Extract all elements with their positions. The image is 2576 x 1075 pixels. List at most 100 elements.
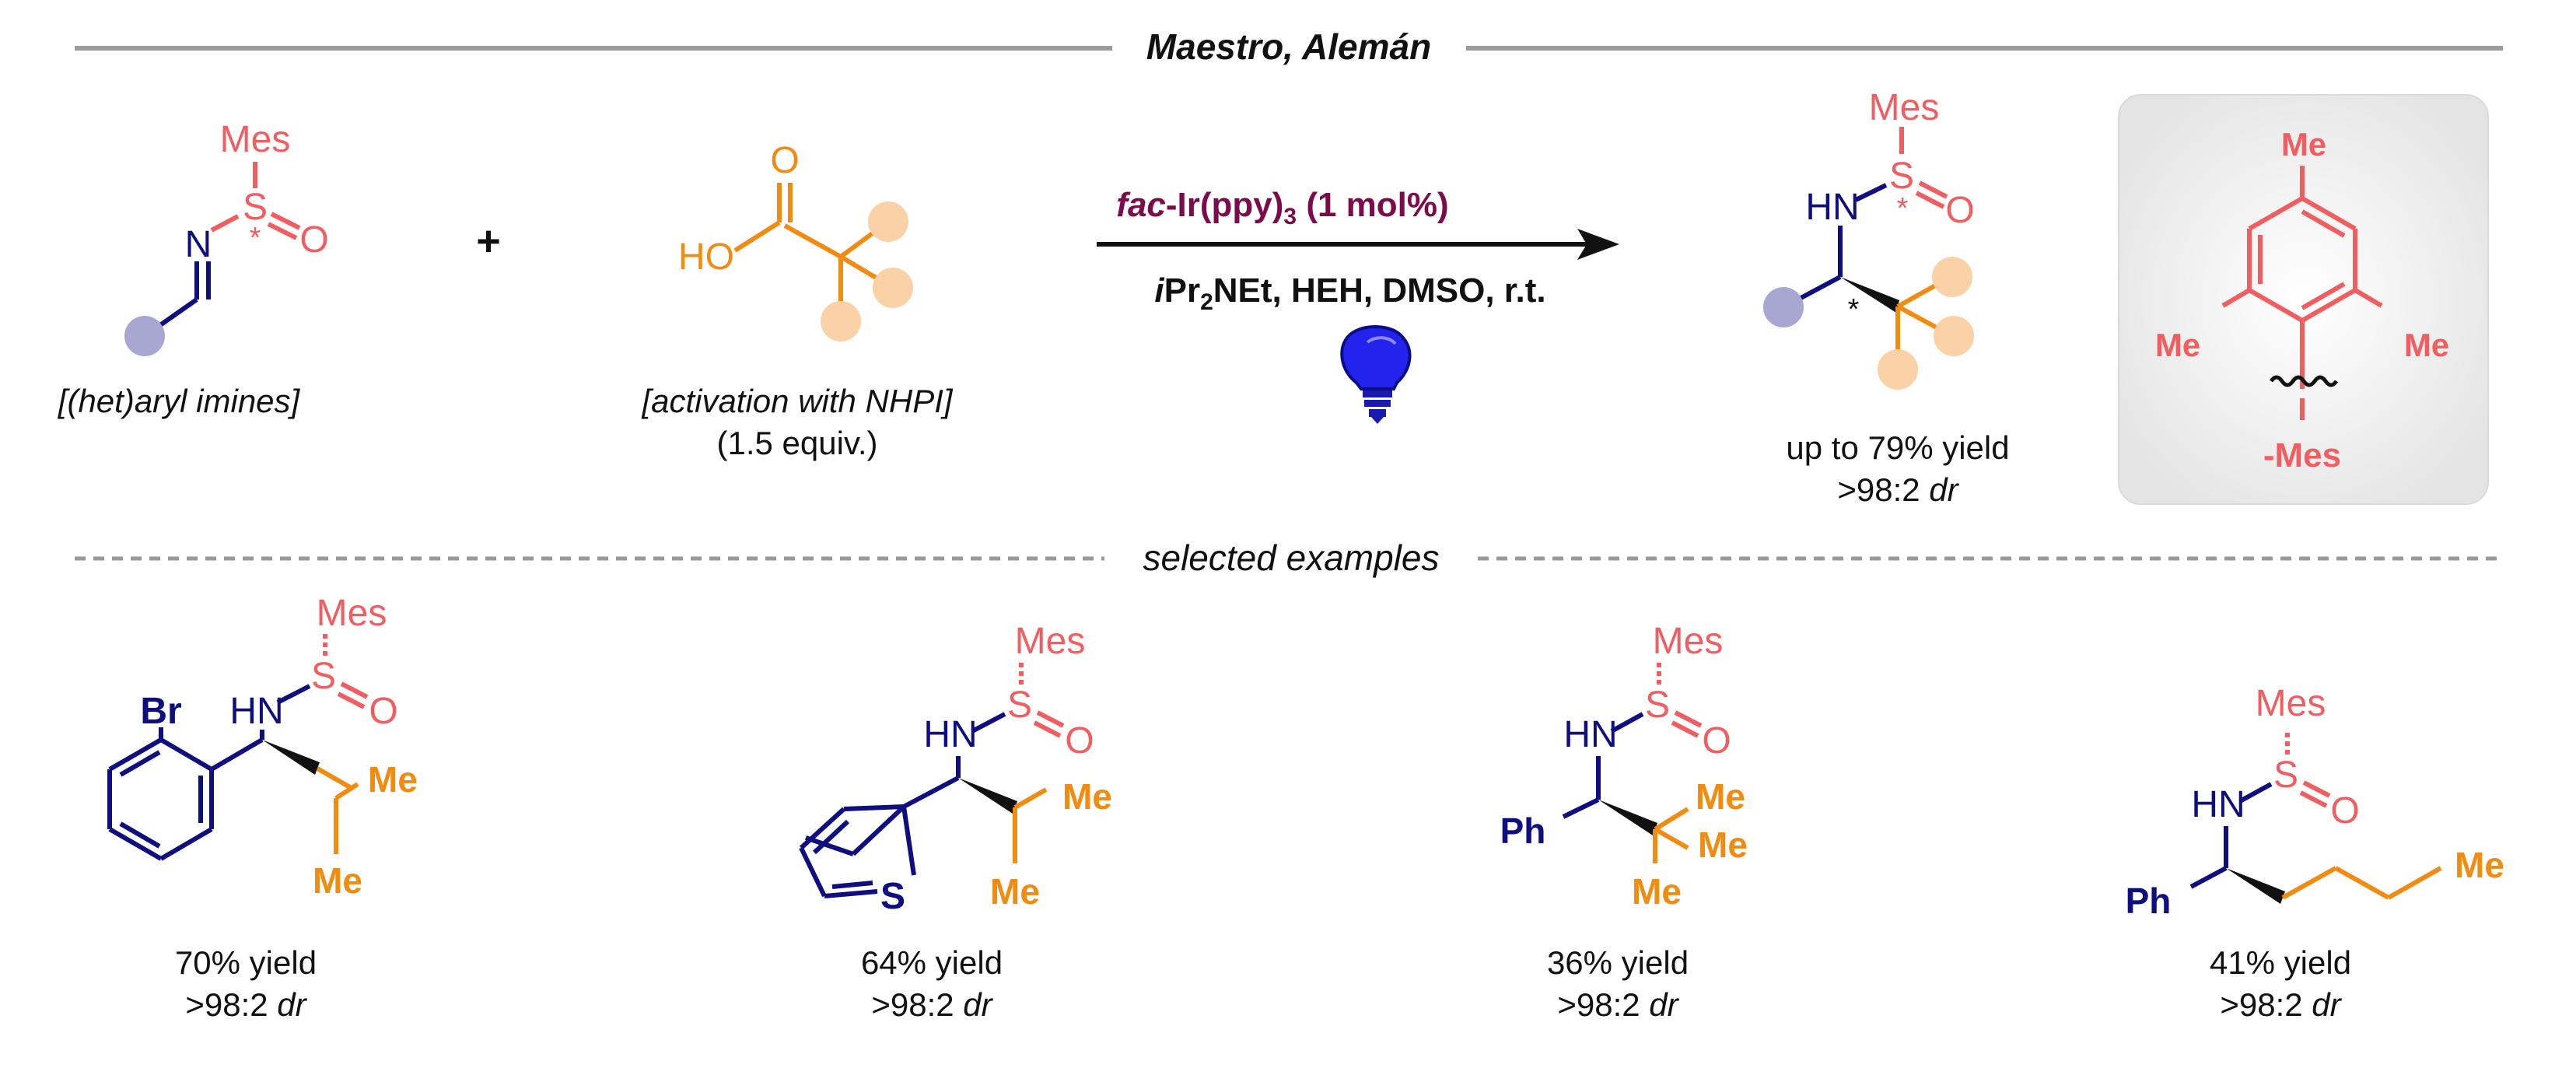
bond (2334, 866, 2390, 900)
bond (2221, 288, 2251, 308)
product-dr: >98:2 dr (1837, 471, 1959, 508)
ex2-mes: Mes (1015, 621, 1086, 662)
product-mes: Mes (1869, 87, 1940, 128)
imine-mes: Mes (220, 119, 291, 160)
bond (2301, 209, 2346, 238)
bond (902, 776, 960, 809)
bond (2189, 866, 2228, 889)
product-hn: HN (1805, 187, 1859, 228)
product-o: O (1945, 190, 1974, 231)
mes-me-top: Me (2281, 126, 2326, 163)
ex4-o: O (2330, 790, 2359, 832)
ex3-s: S (1645, 685, 1670, 726)
bond (159, 827, 213, 861)
imine-o: O (299, 219, 328, 261)
ex3-dr: >98:2 dr (1557, 986, 1679, 1023)
imine-stereo-star: * (250, 222, 261, 254)
bond (334, 782, 359, 800)
ex4-s: S (2273, 755, 2298, 796)
ex1-yield: 70% yield (175, 944, 317, 981)
product: Mes S * O HN * up to 79% yield >98:2 dr (1763, 87, 2010, 508)
bond (733, 220, 781, 253)
bond (799, 807, 846, 850)
bond (831, 881, 873, 889)
bond (1654, 807, 1689, 832)
bond (1562, 797, 1600, 819)
section-divider: selected examples (75, 538, 2503, 578)
product-yield: up to 79% yield (1786, 429, 2009, 466)
bond (2387, 866, 2442, 900)
ex4-yield: 41% yield (2210, 944, 2351, 981)
ex3-me2: Me (1698, 825, 1748, 865)
example-2: S HN S O Mes Me Me 64% yield >98:2 dr (799, 621, 1112, 1023)
bond (2238, 782, 2273, 804)
wedge-bond (1598, 800, 1657, 835)
ex4-ph: Ph (2126, 881, 2172, 921)
ex3-hn: HN (1563, 714, 1617, 755)
wedge-bond (2226, 868, 2285, 904)
ex1-mes: Mes (317, 593, 387, 634)
aryl-group-circle (1763, 287, 1804, 327)
ex2-me1: Me (1062, 776, 1112, 817)
attachment-wavy-line (2269, 375, 2339, 387)
ex2-ring-s: S (880, 876, 905, 917)
ex2-me2: Me (990, 871, 1040, 912)
bond (1610, 712, 1644, 734)
bond (210, 737, 264, 772)
imine-s: S (243, 187, 268, 228)
ex4-hn: HN (2191, 784, 2245, 825)
mes-box-background (2118, 94, 2489, 505)
bond (1671, 720, 1699, 738)
example-1: Br HN S O Mes Me Me 70% yield >98:2 dr (107, 593, 418, 1023)
mes-definition-box: Me Me Me -Mes (2118, 94, 2489, 505)
bond (2248, 288, 2304, 323)
imine-caption: [(het)aryl imines] (58, 383, 301, 419)
ex2-dr: >98:2 dr (871, 986, 993, 1023)
header: Maestro, Alemán (75, 26, 2503, 67)
bond (119, 750, 161, 777)
bond (2354, 288, 2383, 308)
product-s: S (1889, 156, 1914, 197)
reagents-text: iPr2NEt, HEH, DMSO, r.t. (1154, 271, 1545, 315)
bond (119, 821, 161, 849)
wedge-bond (958, 778, 1017, 814)
bond (337, 692, 366, 709)
ex3-me3: Me (1632, 871, 1682, 912)
bond (2299, 790, 2328, 808)
acid-equiv: (1.5 equiv.) (717, 425, 878, 461)
ex3-yield: 36% yield (1547, 944, 1689, 981)
bond (1918, 180, 1948, 199)
ex4-me1: Me (2455, 845, 2504, 885)
wedge-bond (262, 740, 320, 775)
ex1-o: O (369, 691, 397, 732)
bond (270, 212, 301, 230)
ex2-s: S (1007, 685, 1032, 726)
imine-n: N (185, 224, 212, 265)
bond (1915, 191, 1945, 209)
header-title: Maestro, Alemán (1146, 26, 1431, 67)
acid-reactant: O HO [activation with NHPI] (1.5 equiv.) (641, 140, 953, 461)
alkyl-group-circle (1932, 257, 1972, 297)
bond (1674, 710, 1703, 728)
alkyl-group-circle (868, 201, 908, 242)
acid-caption: [activation with NHPI] (641, 383, 953, 419)
ex1-dr: >98:2 dr (185, 986, 307, 1023)
wedge-bond (1840, 277, 1899, 313)
bond (210, 214, 240, 233)
ex1-me2: Me (313, 860, 362, 901)
bond (276, 684, 311, 705)
mes-me-left: Me (2155, 327, 2200, 363)
mes-me-right: Me (2404, 327, 2449, 363)
ex1-s: S (311, 656, 336, 697)
ex2-o: O (1065, 720, 1094, 762)
bond (1854, 183, 1888, 202)
ex4-dr: >98:2 dr (2220, 986, 2342, 1023)
bond (2301, 196, 2357, 231)
example-4: Ph HN S O Mes Me 41% yield >98:2 dr (2126, 683, 2504, 1023)
product-stereo-star-s: * (1897, 192, 1909, 225)
ex4-mes: Mes (2256, 683, 2326, 724)
bond (828, 871, 848, 907)
bond (340, 681, 369, 699)
bond (812, 819, 850, 855)
